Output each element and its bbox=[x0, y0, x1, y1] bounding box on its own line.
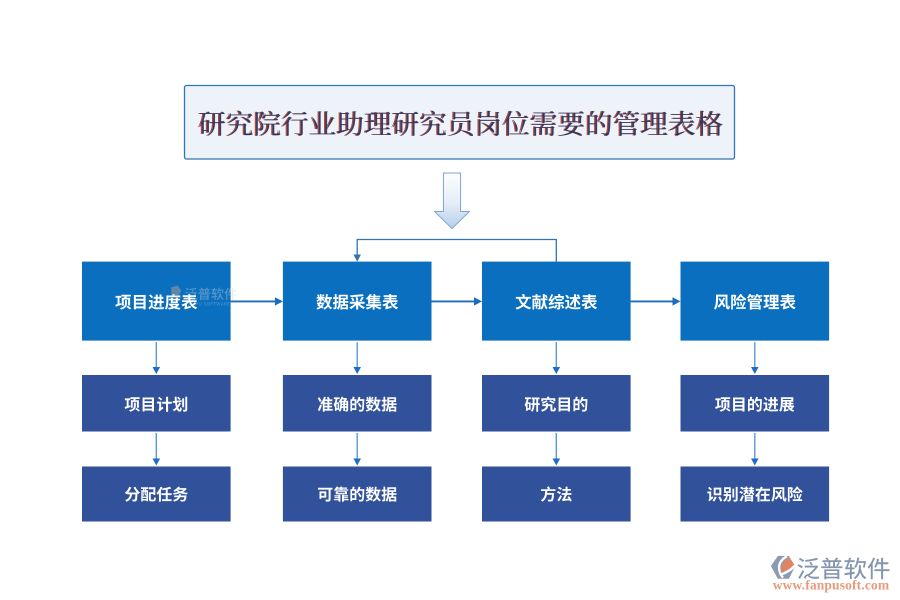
svg-text:www.fanpusoft.com: www.fanpusoft.com bbox=[773, 577, 890, 592]
